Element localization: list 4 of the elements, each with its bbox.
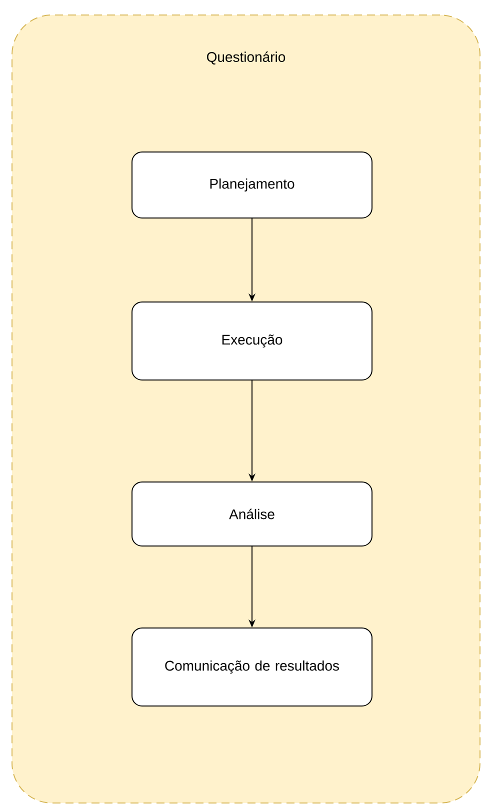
process-box: Execução [132,302,372,380]
process-box: Comunicação de resultados [132,628,372,706]
process-box: Análise [132,482,372,546]
process-box: Planejamento [132,152,372,218]
